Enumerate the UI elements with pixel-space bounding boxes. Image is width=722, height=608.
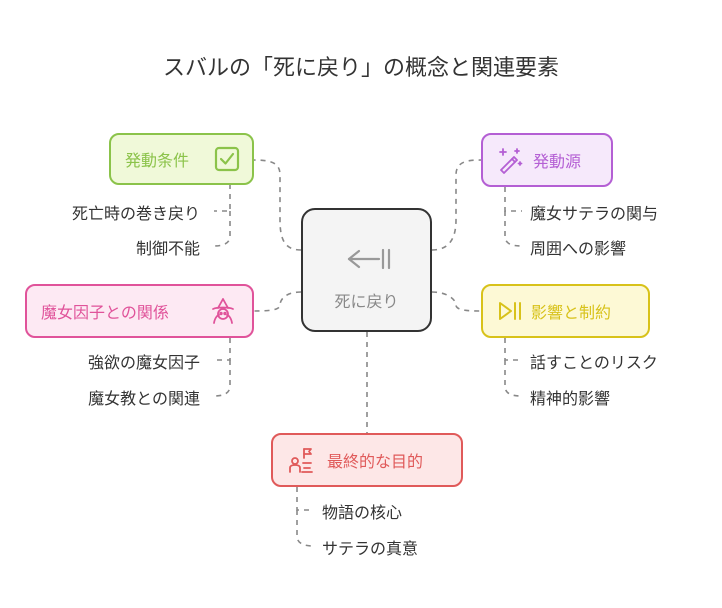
branch-label: 影響と制約 [531, 303, 612, 322]
leaf-item: 周囲への影響 [530, 239, 627, 258]
center-label: 死に戻り [334, 292, 399, 311]
leaf-item: 話すことのリスク [530, 353, 658, 372]
branch-label: 発動条件 [125, 151, 190, 170]
branch-label: 発動源 [533, 152, 582, 171]
page-title: スバルの「死に戻り」の概念と関連要素 [162, 56, 559, 81]
arrow-left-to-bar-icon [347, 248, 391, 270]
magic-wand-icon [499, 148, 523, 174]
branch-label: 魔女因子との関係 [41, 303, 169, 322]
leaf-item: 強欲の魔女因子 [87, 353, 200, 372]
leaf-item: 死亡時の巻き戻り [71, 204, 200, 223]
branch-label: 最終的な目的 [327, 452, 424, 471]
play-pause-icon [499, 302, 521, 320]
branch-activation-conditions: 発動条件 [109, 133, 254, 185]
branch-effects-constraints: 影響と制約 [481, 284, 650, 338]
leaf-item: サテラの真意 [322, 539, 419, 558]
branch-witch-factor-relation: 魔女因子との関係 [25, 284, 254, 338]
goal-flag-icon [289, 448, 313, 473]
checkbox-icon [214, 146, 240, 172]
leaf-item: 物語の核心 [322, 503, 403, 522]
leaf-item: 精神的影響 [530, 389, 611, 408]
witch-icon [212, 298, 234, 324]
leaf-item: 魔女サテラの関与 [530, 204, 659, 223]
branch-activation-source: 発動源 [481, 133, 613, 187]
branch-final-purpose: 最終的な目的 [271, 433, 463, 487]
leaf-item: 制御不能 [135, 239, 200, 258]
center-node: 死に戻り [301, 208, 432, 332]
leaf-item: 魔女教との関連 [88, 389, 200, 408]
